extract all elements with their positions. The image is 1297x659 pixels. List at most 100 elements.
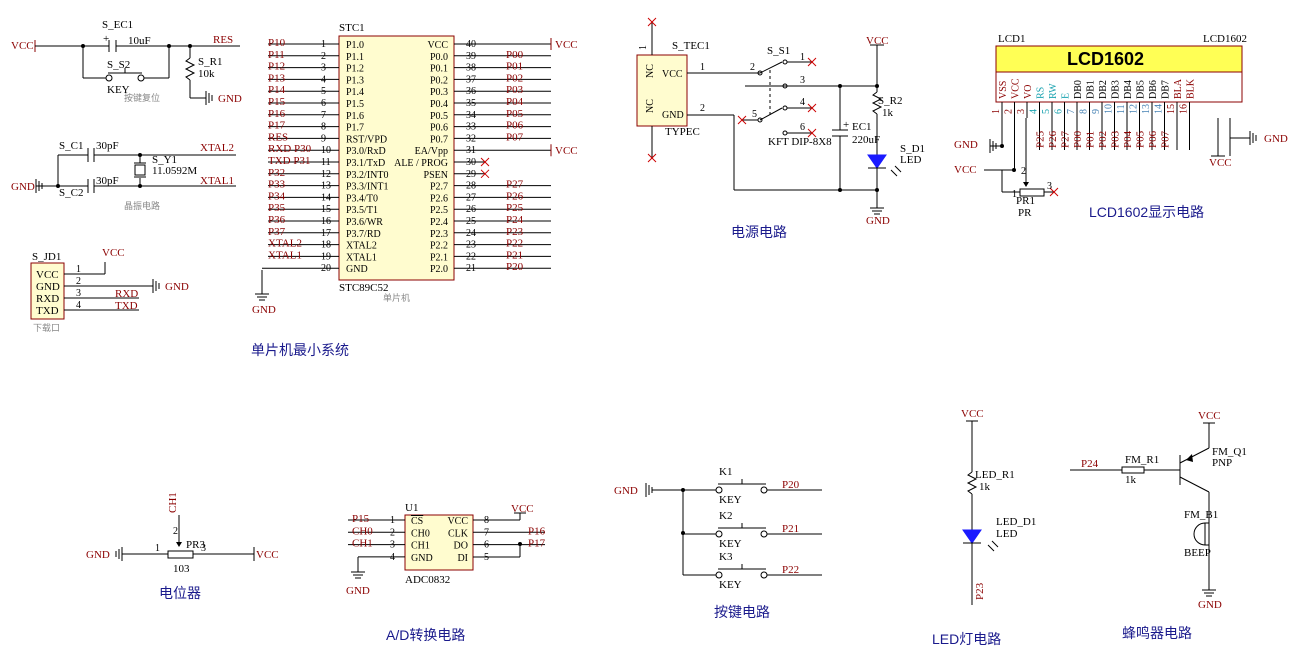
power-sw-pin5: 5 xyxy=(752,109,757,120)
crystal-note: 晶振电路 xyxy=(124,200,160,211)
pot-pin2: 2 xyxy=(173,526,178,537)
crystal-c1-value: 30pF xyxy=(96,140,119,152)
lcd-pin-number: 16 xyxy=(1179,104,1190,114)
mcu-pin-net: P04 xyxy=(506,96,524,108)
download-pin-number: 4 xyxy=(76,300,81,311)
mcu-pin-net: RXD P30 xyxy=(268,143,312,155)
crystal-c1-designator: S_C1 xyxy=(59,140,83,152)
mcu-pin-number: 14 xyxy=(321,192,331,203)
reset-gnd-label: GND xyxy=(218,93,242,105)
mcu-gnd-label: GND xyxy=(252,304,276,316)
download-pin-number: 2 xyxy=(76,276,81,287)
key-value: KEY xyxy=(719,538,742,550)
mcu-pin-name: P0.5 xyxy=(430,111,448,122)
mcu-pin-net: P27 xyxy=(506,179,524,191)
mcu-pin-number: 5 xyxy=(321,86,326,97)
power-cap-value: 220uF xyxy=(852,134,880,146)
mcu-pin-net: P15 xyxy=(268,96,286,108)
lcd-pin-number: 1 xyxy=(991,109,1002,114)
power-conn-gnd-pin: GND xyxy=(662,110,684,121)
download-pin-net: TXD xyxy=(115,300,138,312)
reset-cap-value: 10uF xyxy=(128,35,151,47)
caption-adc: A/D转换电路 xyxy=(386,627,465,643)
mcu-pin-name: P1.4 xyxy=(346,87,364,98)
lcd-pin-net: P05 xyxy=(1135,130,1147,148)
mcu-pin-net: P16 xyxy=(268,108,286,120)
mcu-pin-name: P2.3 xyxy=(430,229,448,240)
crystal-circuit: S_C1 30pF S_C2 30pF GND S_Y1 11.0592M 晶振… xyxy=(11,140,236,211)
mcu-pin-net: P36 xyxy=(268,214,286,226)
mcu-pin-net: P00 xyxy=(506,49,524,61)
lcd-pin-net: P01 xyxy=(1085,131,1097,148)
adc-model: ADC0832 xyxy=(405,574,450,586)
reset-circuit: VCC S_EC1 10uF + S_S2 KEY 按键复位 S_R1 10k … xyxy=(11,19,242,105)
power-conn-model: TYPEC xyxy=(665,126,700,138)
buzzer-net: P24 xyxy=(1081,458,1099,470)
mcu-pin-number: 24 xyxy=(466,228,476,239)
key-value: KEY xyxy=(719,494,742,506)
adc-pin-net: P17 xyxy=(528,538,546,550)
lcd-pin-name: DB0 xyxy=(1073,80,1084,99)
mcu-pin-name: GND xyxy=(346,264,368,275)
download-pin-net: RXD xyxy=(115,288,138,300)
buzzer-res-value: 1k xyxy=(1125,474,1137,486)
led-net: P23 xyxy=(974,582,986,600)
mcu-pin-net: P06 xyxy=(506,120,524,132)
lcd-pin-name: RS xyxy=(1036,87,1047,99)
led-designator: LED_D1 xyxy=(996,516,1036,528)
lcd-pin-name: DB6 xyxy=(1148,80,1159,99)
adc-pin-net: CH0 xyxy=(352,525,373,537)
mcu-pin-number: 28 xyxy=(466,181,476,192)
adc-pin-net: P16 xyxy=(528,525,546,537)
download-pin-number: 1 xyxy=(76,264,81,275)
lcd-pin-name: DB7 xyxy=(1161,80,1172,99)
mcu-pin-name: P1.1 xyxy=(346,52,364,63)
adc-pin-number: 1 xyxy=(390,515,395,526)
caption-mcu: 单片机最小系统 xyxy=(251,342,349,358)
lcd-pin-name: VSS xyxy=(998,81,1009,99)
download-pin-name: RXD xyxy=(36,293,59,305)
mcu-pin-number: 23 xyxy=(466,240,476,251)
key-value: KEY xyxy=(719,579,742,591)
adc-pin-number: 4 xyxy=(390,552,395,563)
adc-pin-name: DI xyxy=(457,553,468,564)
mcu-pin-net: P34 xyxy=(268,190,286,202)
key-designator: K1 xyxy=(719,466,732,478)
mcu-pin-net: TXD P31 xyxy=(268,155,310,167)
key-designator: K3 xyxy=(719,551,733,563)
power-conn-nc1: NC xyxy=(645,64,656,78)
mcu-pin-number: 10 xyxy=(321,145,331,156)
reset-res-designator: S_R1 xyxy=(198,56,222,68)
lcd-pin-name: VO xyxy=(1023,85,1034,99)
mcu-pin-name: P1.3 xyxy=(346,75,364,86)
key-contact xyxy=(715,571,723,579)
lcd-pot-designator: PR1 xyxy=(1016,195,1035,207)
lcd-pin-number: 14 xyxy=(1154,104,1165,114)
mcu-model: STC89C52 xyxy=(339,282,389,294)
mcu-pin-name: P2.5 xyxy=(430,205,448,216)
buzzer-q-designator: FM_Q1 xyxy=(1212,446,1247,458)
crystal-y-value: 11.0592M xyxy=(152,165,197,177)
adc-pin-name: VCC xyxy=(447,516,468,527)
mcu-pin-number: 39 xyxy=(466,51,476,62)
mcu-pin-name: XTAL1 xyxy=(346,252,377,263)
mcu-pin-net: P20 xyxy=(506,261,524,273)
key-contact xyxy=(760,486,768,494)
reset-res-value: 10k xyxy=(198,68,215,80)
buzzer-res-designator: FM_R1 xyxy=(1125,454,1159,466)
lcd-pin-number: 11 xyxy=(1116,104,1127,114)
mcu-pin-number: 20 xyxy=(321,263,331,274)
mcu-pin-number: 16 xyxy=(321,216,331,227)
power-circuit: S_TEC1 1 NC NC VCC GND TYPEC 1 2 S_S1 xyxy=(636,17,925,227)
mcu-pin-net: XTAL2 xyxy=(268,238,302,250)
mcu-pin-net: P21 xyxy=(506,249,523,261)
key-contact xyxy=(760,530,768,538)
mcu-pin-name: P0.7 xyxy=(430,134,448,145)
mcu-pin-number: 21 xyxy=(466,263,476,274)
mcu-pin-net: P07 xyxy=(506,131,524,143)
mcu-pin-name: P2.1 xyxy=(430,252,448,263)
power-sw-pin4: 4 xyxy=(800,97,805,108)
